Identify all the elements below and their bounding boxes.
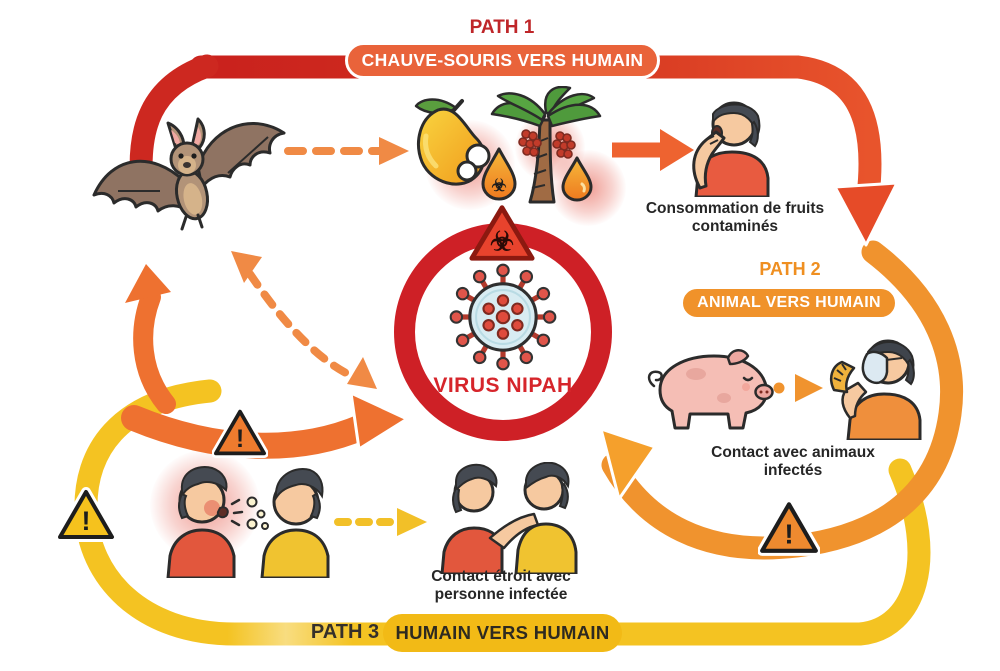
coughing-people-icon — [140, 458, 350, 583]
biohazard-triangle-icon: ☣ — [468, 202, 536, 269]
exclamation-icon: ! — [82, 506, 91, 536]
droplet-biohazard-icon: ☣ — [480, 146, 518, 207]
date-cluster — [518, 129, 542, 157]
path1-title: PATH 1 — [469, 17, 535, 38]
date-cluster — [552, 131, 576, 159]
droplet-icon — [560, 156, 594, 207]
arrow-down-icon — [833, 181, 899, 247]
warning-triangle-icon: ! — [211, 406, 269, 463]
dashed-arrow-pig-human — [773, 374, 823, 402]
mango-icon — [410, 96, 494, 199]
path3-pill: HUMAIN VERS HUMAIN — [383, 614, 622, 652]
path2-band — [599, 240, 964, 560]
arrow-up-icon — [125, 264, 171, 303]
exclamation-icon: ! — [784, 519, 793, 550]
biohazard-icon: ☣ — [491, 176, 506, 195]
palm-tree-icon — [490, 85, 602, 215]
close-contact-icon — [428, 461, 592, 579]
arrow-to-virus-icon — [599, 427, 657, 501]
masked-person-icon — [826, 328, 936, 445]
exclamation-icon: ! — [236, 425, 244, 453]
path2-pill: ANIMAL VERS HUMAIN — [680, 286, 898, 320]
dashed-arrow-bat-virus — [231, 251, 377, 389]
warning-triangle-icon: ! — [55, 486, 117, 547]
pig-icon — [640, 340, 780, 445]
arrow-fruit-human — [612, 129, 694, 171]
caption-human-contact: Contact étroit avec personne infectée — [431, 568, 571, 603]
path2-title: PATH 2 — [759, 259, 821, 279]
virus-name-label: VIRUS NIPAH — [433, 374, 573, 397]
virus-icon — [449, 263, 557, 371]
biohazard-icon: ☣ — [490, 225, 514, 256]
arrow-right-icon — [349, 391, 409, 451]
bat-icon — [88, 103, 288, 243]
caption-fruit-consumption: Consommation de fruits contaminés — [645, 200, 825, 235]
cough-droplets-icon — [246, 496, 269, 530]
path1-pill: CHAUVE-SOURIS VERS HUMAIN — [345, 42, 660, 79]
warning-triangle-icon: ! — [756, 498, 822, 561]
eating-person-icon — [672, 92, 792, 202]
path3-band — [74, 379, 931, 646]
glove-icon — [830, 360, 856, 394]
dashed-arrow-bat-fruit — [284, 137, 409, 165]
arrow-to-bat — [125, 264, 176, 414]
dashed-arrow-human-human — [334, 508, 427, 536]
path3-title: PATH 3 — [310, 621, 380, 643]
caption-animal-contact: Contact avec animaux infectés — [711, 444, 875, 479]
